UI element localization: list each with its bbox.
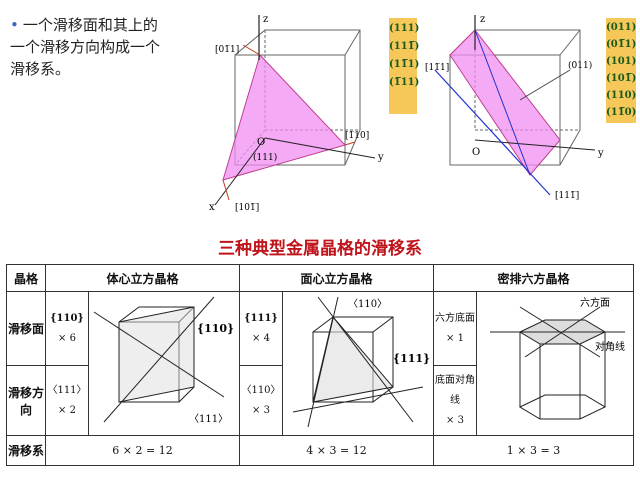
direction-label: [1̅10] — [345, 131, 369, 141]
plane-item: (111̅) — [389, 41, 420, 52]
direction-label: [11̅1] — [425, 63, 449, 73]
bcc-cell-icon: {110} 〈111〉 — [93, 296, 234, 425]
direction-label: [111̅] — [555, 191, 579, 201]
plane-label: (011) — [568, 60, 592, 71]
row-label-plane: 滑移面 — [6, 291, 46, 366]
hcp-plane: 六方底面× 1 — [433, 291, 477, 366]
section-title: 三种典型金属晶格的滑移系 — [218, 239, 422, 259]
plane-item: (101̅) — [606, 73, 637, 84]
plane-label: (111) — [253, 152, 277, 163]
fcc-cell-icon: {111} 〈110〉 — [292, 296, 430, 428]
plane-item: (011) — [606, 22, 637, 33]
y-axis-label: y — [377, 152, 384, 163]
z-axis-label: z — [263, 14, 268, 25]
row-label-system: 滑移系 — [6, 435, 46, 466]
fcc-plane: {111}× 4 — [239, 291, 283, 366]
svg-text:〈111〉: 〈111〉 — [189, 413, 228, 425]
bullet-label: 一个滑移面和其上的一个滑移方向构成一个滑移系。 — [10, 16, 161, 78]
plane-item: (110) — [606, 90, 637, 101]
plane-item: (1̅11) — [389, 77, 420, 88]
plane-item: (01̅1) — [606, 39, 637, 50]
hcp-cell-icon: 六方面 对角线 — [490, 296, 625, 420]
direction-label: [01̅1] — [215, 45, 239, 55]
plane-item: (111) — [389, 23, 420, 34]
row-label-direction: 滑移方向 — [6, 365, 46, 436]
left-planes-badge: (111) (111̅) (11̅1) (1̅11) — [389, 18, 420, 114]
header-fcc: 面心立方晶格 — [239, 264, 434, 292]
fcc-direction: 〈110〉× 3 — [239, 365, 283, 436]
bcc-direction: 〈111〉× 2 — [45, 365, 89, 436]
plane-item: (101) — [606, 56, 637, 67]
left-cube-figure: z x y O (111) [01̅1] [1̅10] [101̅] — [209, 14, 384, 213]
svg-text:六方面: 六方面 — [580, 296, 610, 309]
plane-item: (11̅0) — [606, 107, 637, 118]
col-header: 晶格 — [6, 264, 46, 292]
fcc-diagram: {111} 〈110〉 — [282, 291, 434, 436]
direction-label: [101̅] — [235, 203, 259, 213]
right-planes-badge: (011) (01̅1) (101) (101̅) (110) (11̅0) — [606, 18, 636, 123]
origin-label: O — [257, 137, 265, 148]
slip-plane-011 — [449, 29, 561, 176]
svg-text:{110}: {110} — [197, 322, 234, 335]
hcp-diagram: 六方面 对角线 — [476, 291, 634, 436]
slip-plane-111 — [222, 54, 346, 181]
hcp-system: 1 × 3 = 3 — [433, 435, 634, 466]
header-bcc: 体心立方晶格 — [45, 264, 240, 292]
plane-item: (11̅1) — [389, 59, 420, 70]
fcc-system: 4 × 3 = 12 — [239, 435, 434, 466]
svg-text:{111}: {111} — [393, 352, 430, 365]
y-axis-label: y — [597, 148, 604, 159]
slip-system-table: 晶格 体心立方晶格 面心立方晶格 密排六方晶格 滑移面 {110}× 6 {11… — [6, 264, 634, 466]
bullet-icon: • — [10, 16, 19, 34]
bcc-plane: {110}× 6 — [45, 291, 89, 366]
bcc-diagram: {110} 〈111〉 — [88, 291, 240, 436]
z-axis-label: z — [480, 14, 485, 25]
svg-text:对角线: 对角线 — [595, 340, 625, 353]
svg-text:〈110〉: 〈110〉 — [348, 298, 387, 310]
x-axis-label: x — [209, 202, 215, 213]
hcp-direction: 底面对角线× 3 — [433, 365, 477, 436]
header-hcp: 密排六方晶格 — [433, 264, 634, 292]
bullet-text: •一个滑移面和其上的一个滑移方向构成一个滑移系。 — [10, 14, 160, 80]
bcc-system: 6 × 2 = 12 — [45, 435, 240, 466]
origin-label: O — [472, 147, 480, 158]
right-cube-figure: z y O (011) [11̅1] [111̅] — [425, 14, 604, 201]
